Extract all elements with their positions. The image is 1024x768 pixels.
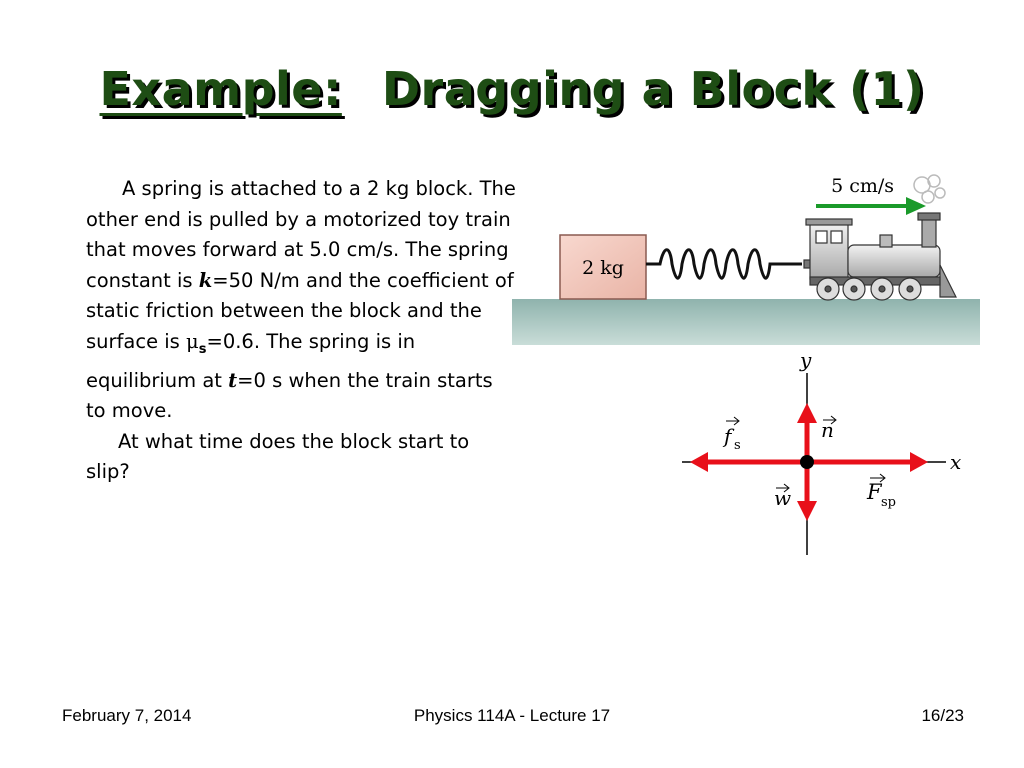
axis-y-label: y — [799, 348, 812, 372]
spring-force-label: F sp — [866, 473, 896, 510]
axis-x-label: x — [950, 450, 961, 474]
weight-force-label: w — [774, 483, 791, 510]
body-point — [800, 455, 814, 469]
spring-force-symbol: F — [866, 480, 883, 504]
slide-title: Example: Dragging a Block (1) — [0, 62, 1024, 116]
text-segment: A spring is attached to a 2 kg block. Th… — [86, 177, 516, 292]
text-segment: =50 N/m and the coefficient of static fr… — [86, 268, 514, 353]
footer-page-number: 16/23 — [921, 706, 964, 725]
spring-force-subscript: sp — [881, 495, 896, 510]
normal-force-symbol: n — [821, 418, 834, 442]
mu-subscript: s — [198, 341, 207, 357]
free-body-diagram: x y n w f s F sp — [682, 348, 961, 555]
time-symbol: t — [228, 368, 238, 392]
ground-surface — [512, 299, 980, 345]
problem-paragraph-1: A spring is attached to a 2 kg block. Th… — [86, 174, 516, 427]
spring-constant-symbol: k — [198, 268, 213, 292]
footer-course: Physics 114A - Lecture 17 — [413, 706, 611, 725]
physics-figure: 2 kg — [512, 174, 980, 555]
block: 2 kg — [559, 234, 647, 300]
title-example-label: Example: — [99, 62, 342, 116]
weight-force-symbol: w — [774, 486, 791, 510]
normal-force-label: n — [821, 415, 837, 442]
friction-force-subscript: s — [734, 438, 741, 453]
friction-force-label: f s — [722, 416, 741, 453]
block-label: 2 kg — [582, 257, 624, 279]
problem-question: At what time does the block start to sli… — [86, 429, 470, 484]
speed-label: 5 cm/s — [831, 175, 894, 197]
spring — [646, 248, 802, 280]
text-segment: =0 s when the train starts to move. — [86, 368, 493, 423]
footer-date: February 7, 2014 — [62, 706, 192, 725]
mu-symbol: μ — [186, 329, 199, 353]
text-segment: =0.6. The spring is in equilibrium at — [86, 329, 416, 392]
toy-train — [803, 174, 957, 301]
velocity-arrow — [816, 197, 926, 215]
problem-text: A spring is attached to a 2 kg block. Th… — [86, 174, 516, 488]
title-text: Dragging a Block (1) — [381, 62, 925, 116]
